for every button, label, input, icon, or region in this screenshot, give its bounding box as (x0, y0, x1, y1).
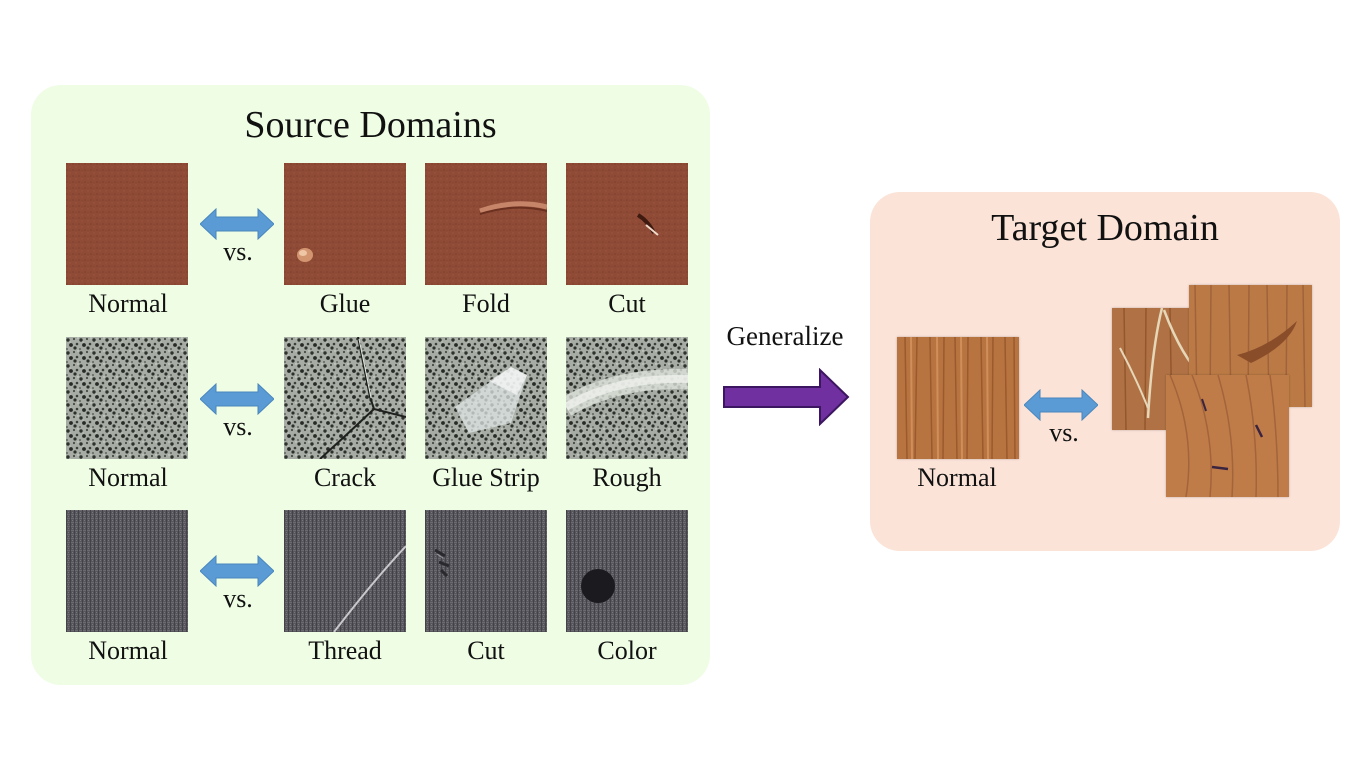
row1-normal-label: Normal (88, 289, 168, 318)
row2-anomaly2-label: Glue Strip (432, 463, 540, 492)
row1-anomaly1-label: Glue (319, 289, 371, 318)
target-vs-label: vs. (1049, 418, 1079, 447)
row3-normal-label: Normal (88, 636, 168, 665)
row3-anomaly2-label: Cut (467, 636, 505, 665)
wood-normal-image (897, 337, 1019, 459)
generalize-label: Generalize (726, 321, 844, 351)
target-domain-title: Target Domain (991, 207, 1219, 249)
row2-anomaly3-label: Rough (592, 463, 662, 492)
tile-normal-image (66, 337, 188, 459)
fabric-normal-image (66, 510, 188, 632)
generalize-arrow-icon (722, 368, 850, 426)
tile-crack-image (284, 337, 406, 459)
row2-compare-arrow-icon (200, 383, 274, 415)
row1-vs-label: vs. (223, 237, 253, 266)
row1-compare-arrow-icon (200, 208, 274, 240)
row1-anomaly3-label: Cut (608, 289, 646, 318)
fabric-cut-image (425, 510, 547, 632)
row1-anomaly2-label: Fold (462, 289, 510, 318)
tile-rough-image (566, 337, 688, 459)
row2-anomaly1-label: Crack (313, 463, 377, 492)
row3-vs-label: vs. (223, 584, 253, 613)
wood-anomaly-image-3 (1166, 375, 1289, 497)
row2-normal-label: Normal (88, 463, 168, 492)
leather-cut-image (566, 163, 688, 285)
row3-anomaly3-label: Color (597, 636, 657, 665)
leather-normal-image (66, 163, 188, 285)
row3-compare-arrow-icon (200, 555, 274, 587)
tile-glue-strip-image (425, 337, 547, 459)
fabric-color-image (566, 510, 688, 632)
target-compare-arrow-icon (1024, 389, 1098, 421)
leather-fold-image (425, 163, 547, 285)
target-normal-label: Normal (917, 463, 997, 492)
source-domains-title: Source Domains (244, 104, 497, 146)
leather-glue-image (284, 163, 406, 285)
row2-vs-label: vs. (223, 412, 253, 441)
row3-anomaly1-label: Thread (308, 636, 382, 665)
fabric-thread-image (284, 510, 406, 632)
